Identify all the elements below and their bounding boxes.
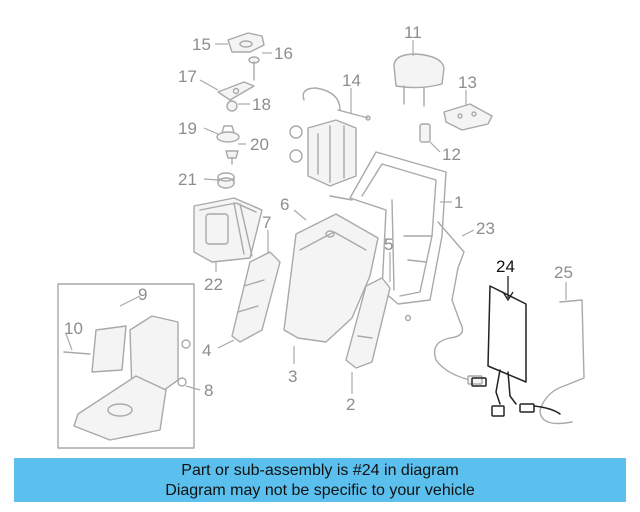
- callout-15: 15: [192, 35, 211, 54]
- callout-7: 7: [262, 213, 271, 232]
- part-18-nut: [226, 100, 238, 112]
- callout-13: 13: [458, 73, 477, 92]
- callout-8: 8: [204, 381, 213, 400]
- info-banner: Part or sub-assembly is #24 in diagram D…: [14, 458, 626, 502]
- part-15-clip: [227, 32, 265, 53]
- part-14-mechanism: [289, 87, 371, 201]
- part-17-bracket: [217, 81, 255, 101]
- part-11-headrest: [393, 53, 445, 107]
- callout-25: 25: [554, 263, 573, 282]
- part-24-seat-heater: [471, 285, 561, 417]
- part-16-screw: [248, 56, 260, 81]
- callout-12: 12: [442, 145, 461, 164]
- callout-9: 9: [138, 285, 147, 304]
- inset-box: [57, 283, 195, 449]
- part-22-pad: [193, 197, 263, 263]
- part-7-side-panel: [231, 251, 281, 343]
- callout-11: 11: [404, 23, 422, 42]
- part-1-backrest-frame: [349, 151, 447, 322]
- callout-14: 14: [342, 71, 361, 90]
- callout-6: 6: [280, 195, 289, 214]
- callout-17: 17: [178, 67, 197, 86]
- banner-line-part: Part or sub-assembly is #24 in diagram: [181, 462, 459, 479]
- callout-2: 2: [346, 395, 355, 414]
- exploded-seat-diagram: 15 16 17 18 19 20 21 22 14 11 13 12 1 6 …: [57, 23, 585, 449]
- callout-22: 22: [204, 275, 223, 294]
- callout-16: 16: [274, 44, 293, 63]
- part-5-bolster: [345, 277, 391, 369]
- callout-3: 3: [288, 367, 297, 386]
- callout-18: 18: [252, 95, 271, 114]
- callout-24: 24: [496, 257, 515, 276]
- part-23-harness: [433, 221, 483, 385]
- callout-1: 1: [454, 193, 463, 212]
- banner-line-disclaimer: Diagram may not be specific to your vehi…: [165, 482, 475, 499]
- part-13-bracket: [443, 103, 493, 131]
- callout-21: 21: [178, 170, 197, 189]
- part-20-plug: [225, 150, 239, 165]
- callout-4: 4: [202, 341, 211, 360]
- callout-10: 10: [64, 319, 83, 338]
- callout-23: 23: [476, 219, 495, 238]
- callout-5: 5: [384, 235, 393, 254]
- leader-lines: [65, 40, 567, 394]
- callout-20: 20: [250, 135, 269, 154]
- callout-labels: 15 16 17 18 19 20 21 22 14 11 13 12 1 6 …: [64, 23, 573, 414]
- part-19-cap: [216, 125, 240, 143]
- part-21-grommet: [217, 172, 235, 189]
- callout-19: 19: [178, 119, 197, 138]
- part-6-back-pad: [283, 213, 379, 343]
- part-25-strip: [539, 299, 585, 425]
- part-12-guide: [419, 123, 431, 143]
